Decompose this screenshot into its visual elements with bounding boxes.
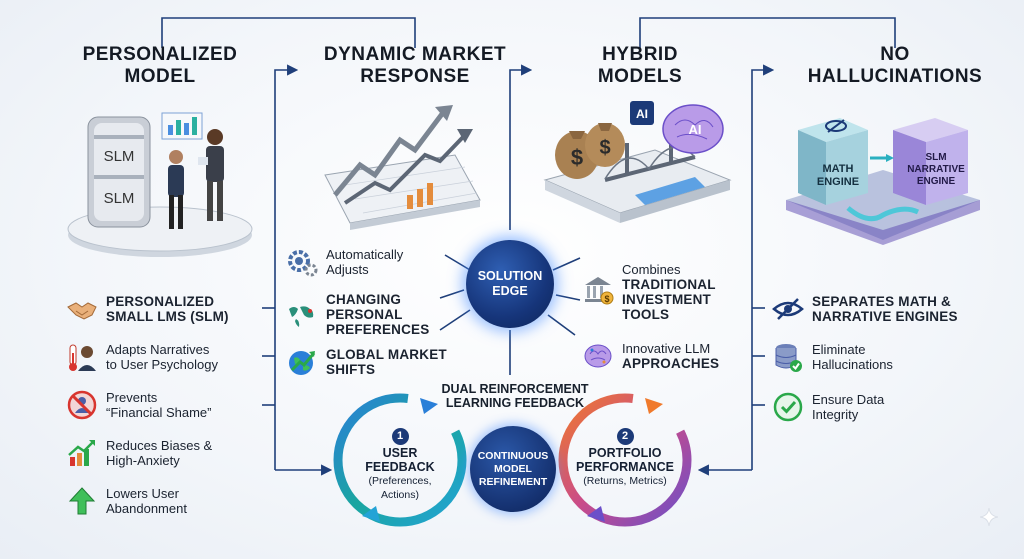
- right-item-eliminate: Eliminate Hallucinations: [772, 341, 893, 373]
- center-left-item-adjusts: Automatically Adjusts: [286, 246, 403, 278]
- center-right-item-text-top: Innovative LLM: [622, 341, 711, 356]
- ai-brain-label: AI: [689, 122, 702, 137]
- loop-label-portfolio: PORTFOLIO PERFORMANCE: [576, 446, 674, 474]
- thermometer-person-icon: [66, 341, 98, 373]
- left-item-text: Reduces Biases & High-Anxiety: [106, 438, 213, 468]
- left-item-prevents-shame: Prevents “Financial Shame”: [66, 389, 212, 421]
- right-item-text: SEPARATES MATH & NARRATIVE ENGINES: [812, 294, 958, 324]
- market-chart-illustration: [324, 105, 481, 230]
- svg-text:$: $: [571, 145, 583, 170]
- globe-arrow-icon: [286, 346, 318, 378]
- left-item-adapts-narratives: Adapts Narratives to User Psychology: [66, 341, 218, 373]
- right-item-text: Eliminate Hallucinations: [812, 342, 893, 372]
- slm-label-2: SLM: [104, 190, 135, 207]
- loop-number-2: 2: [616, 428, 634, 445]
- center-left-item-text: Automatically Adjusts: [326, 247, 404, 277]
- sparkle-icon: [980, 508, 998, 526]
- center-left-item-preferences: CHANGING PERSONAL PREFERENCES: [286, 292, 429, 337]
- left-item-text: Prevents “Financial Shame”: [106, 390, 212, 420]
- col-title-hybrid: HYBRID MODELS: [597, 44, 683, 87]
- left-item-reduces-biases: Reduces Biases & High-Anxiety: [66, 437, 212, 469]
- solution-edge-node: SOLUTION EDGE: [466, 240, 554, 328]
- center-right-item-llm: Innovative LLM APPROACHES: [582, 340, 719, 372]
- center-right-item-text-caps: TRADITIONAL INVESTMENT TOOLS: [622, 277, 716, 322]
- svg-text:$: $: [599, 137, 610, 159]
- center-right-item-text-caps: APPROACHES: [622, 356, 720, 371]
- database-check-icon: [772, 341, 804, 373]
- user-feedback-loop: 1 USER FEEDBACK (Preferences, Actions): [345, 428, 455, 502]
- feedback-title: DUAL REINFORCEMENT LEARNING FEEDBACK: [441, 382, 589, 410]
- loop-sub-portfolio: (Returns, Metrics): [583, 475, 667, 487]
- col-title-personalized: PERSONALIZED MODEL: [82, 44, 238, 87]
- center-right-item-text-top: Combines: [622, 262, 681, 277]
- continuous-refinement-node: CONTINUOUS MODEL REFINEMENT: [470, 426, 556, 512]
- left-item-personalized-slm: PERSONALIZED SMALL LMs (SLM): [66, 293, 229, 325]
- right-item-separates: SEPARATES MATH & NARRATIVE ENGINES: [772, 293, 958, 325]
- col-title-dynamic-market: DYNAMIC MARKET RESPONSE: [323, 44, 507, 87]
- slm-label-1: SLM: [104, 148, 135, 165]
- up-arrow-icon: [66, 485, 98, 517]
- loop-label-user-feedback: USER FEEDBACK: [365, 446, 435, 474]
- bank-icon: $: [582, 274, 614, 306]
- portfolio-performance-loop: 2 PORTFOLIO PERFORMANCE (Returns, Metric…: [562, 428, 688, 488]
- brain-icon: [582, 340, 614, 372]
- hybrid-bridge-illustration: $ $ AI AI: [543, 101, 732, 223]
- chart-up-icon: [66, 437, 98, 469]
- slm-server-illustration: SLM SLM: [67, 112, 253, 257]
- world-map-icon: [286, 299, 318, 331]
- right-item-integrity: Ensure Data Integrity: [772, 391, 884, 423]
- left-item-lowers-abandonment: Lowers User Abandonment: [66, 485, 187, 517]
- center-left-item-text: GLOBAL MARKET SHIFTS: [326, 347, 447, 377]
- left-item-text: Lowers User Abandonment: [106, 486, 187, 516]
- col-title-no-hallucinations: NO HALLUCINATIONS: [807, 44, 983, 87]
- eye-slash-icon: [772, 293, 804, 325]
- center-left-item-text: CHANGING PERSONAL PREFERENCES: [326, 292, 430, 337]
- center-left-item-global-shifts: GLOBAL MARKET SHIFTS: [286, 346, 447, 378]
- prohibited-person-icon: [66, 389, 98, 421]
- loop-sub-user-feedback: (Preferences, Actions): [368, 475, 432, 501]
- check-circle-icon: [772, 391, 804, 423]
- loop-number-1: 1: [391, 428, 409, 445]
- left-item-text: PERSONALIZED SMALL LMs (SLM): [106, 294, 229, 324]
- gears-icon: [286, 246, 318, 278]
- ai-chip-label: AI: [636, 107, 648, 121]
- left-item-text: Adapts Narratives to User Psychology: [106, 342, 218, 372]
- center-right-item-traditional: $ Combines TRADITIONAL INVESTMENT TOOLS: [582, 262, 716, 322]
- right-item-text: Ensure Data Integrity: [812, 392, 885, 422]
- handshake-icon: [66, 293, 98, 325]
- svg-text:$: $: [604, 294, 609, 304]
